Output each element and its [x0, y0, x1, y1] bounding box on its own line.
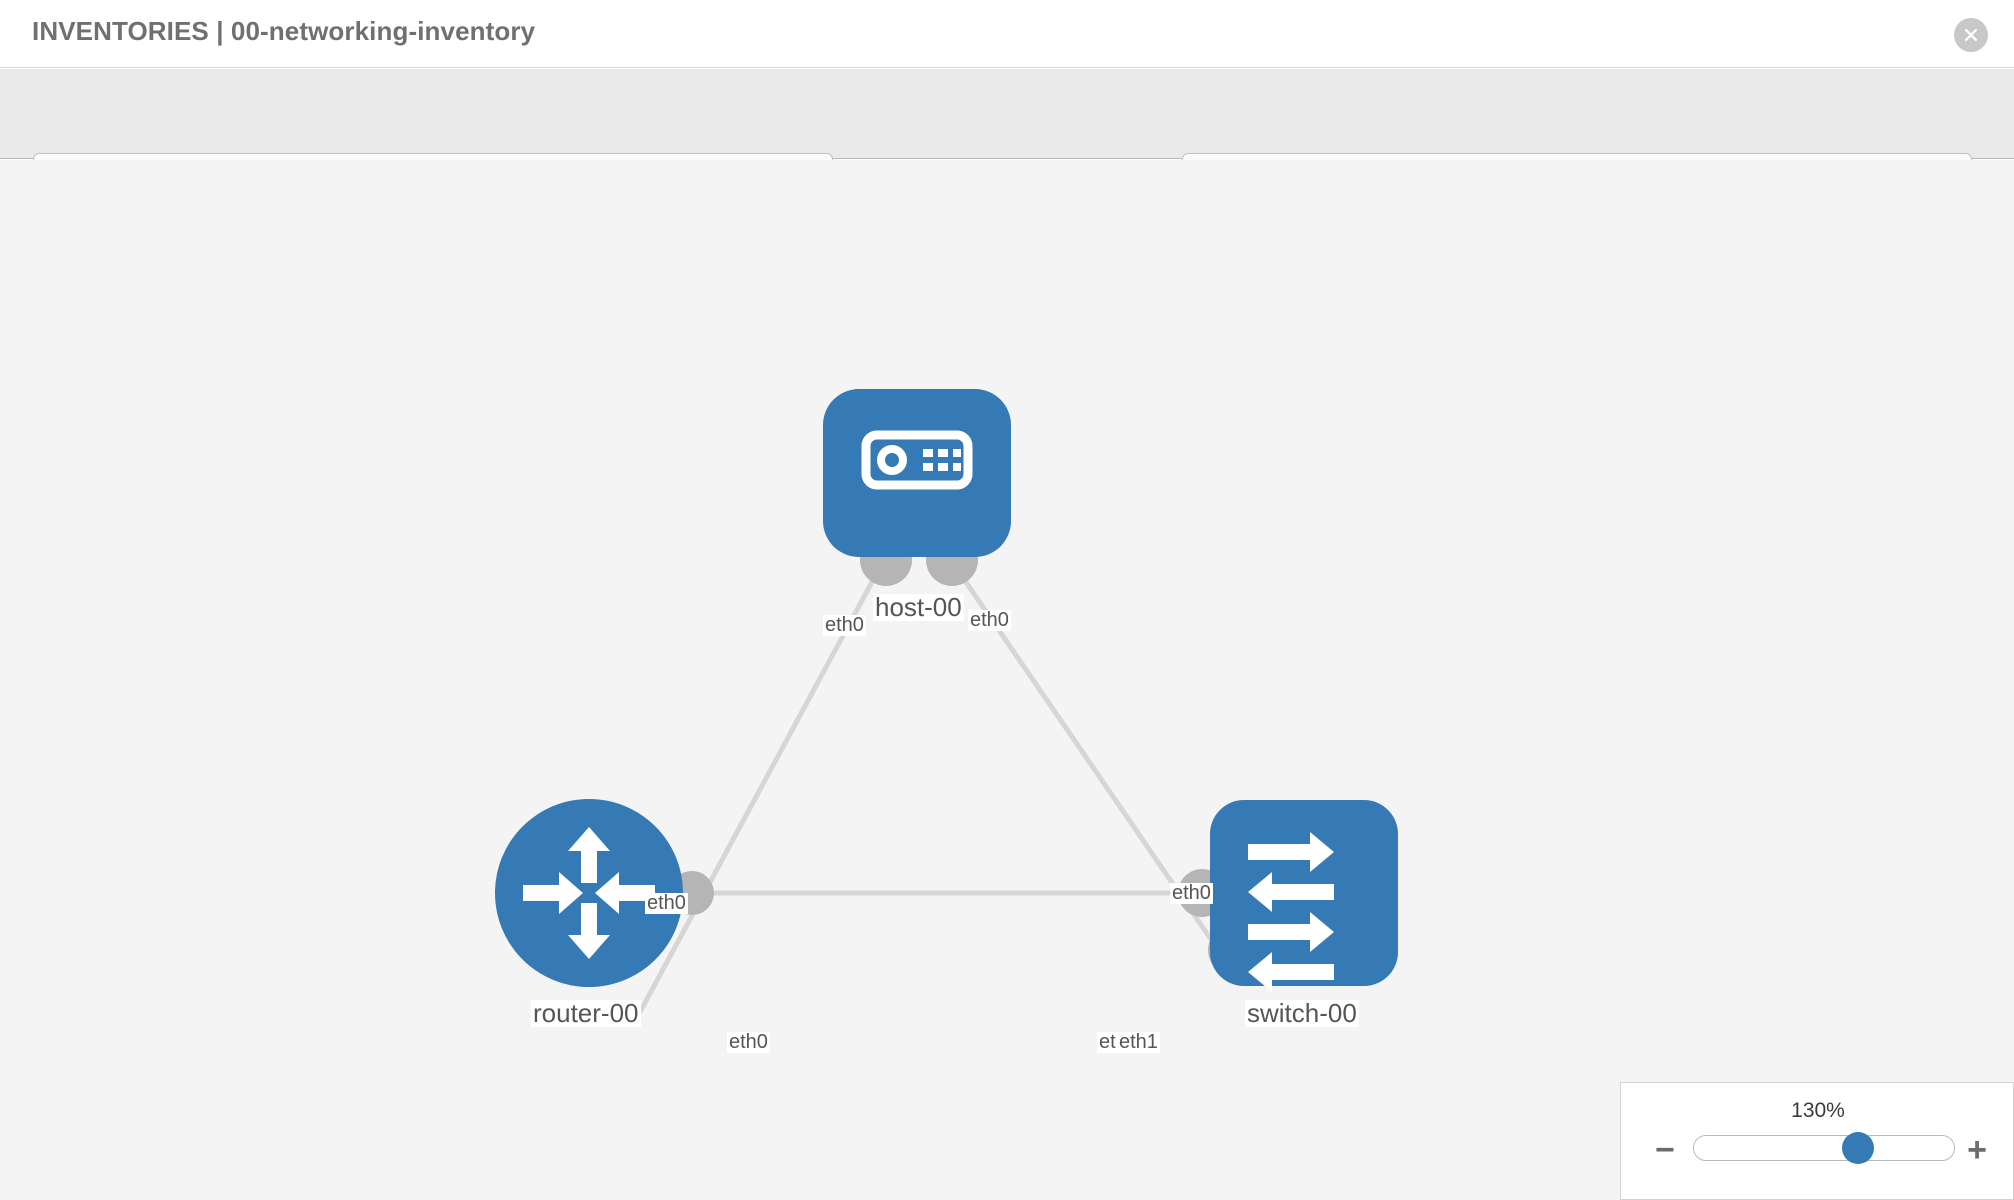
iface-label: eth0	[968, 609, 1011, 631]
page-header: INVENTORIES | 00-networking-inventory	[0, 0, 2014, 68]
iface-label: eth1	[1117, 1031, 1160, 1053]
node-label-host-00: host-00	[873, 592, 964, 622]
toolbar: ACTIONS SEARCH	[0, 69, 2014, 205]
zoom-slider-thumb[interactable]	[1841, 1132, 1874, 1164]
iface-label: eth0	[823, 614, 866, 636]
topology-graph	[495, 389, 1398, 1014]
iface-label: eth0	[1170, 882, 1213, 904]
node-switch-00[interactable]	[1210, 800, 1398, 992]
zoom-out-button[interactable]: −	[1655, 1131, 1675, 1169]
zoom-slider[interactable]	[1693, 1132, 1955, 1164]
node-label-router-00: router-00	[531, 998, 641, 1028]
node-label-switch-00: switch-00	[1245, 998, 1359, 1028]
node-router-00[interactable]	[495, 799, 683, 987]
iface-label: eth0	[645, 892, 688, 914]
close-icon[interactable]	[1954, 18, 1988, 52]
page-title: INVENTORIES | 00-networking-inventory	[32, 16, 536, 46]
zoom-control-panel: 130% − +	[1620, 1082, 2014, 1200]
topology-canvas[interactable]: host-00 router-00 switch-00 eth0 eth0 et…	[0, 160, 2014, 1200]
iface-label: eth0	[727, 1031, 770, 1053]
zoom-level-value: 130%	[1791, 1099, 1845, 1122]
node-host-00[interactable]	[823, 389, 1011, 557]
zoom-in-button[interactable]: +	[1967, 1131, 1987, 1169]
